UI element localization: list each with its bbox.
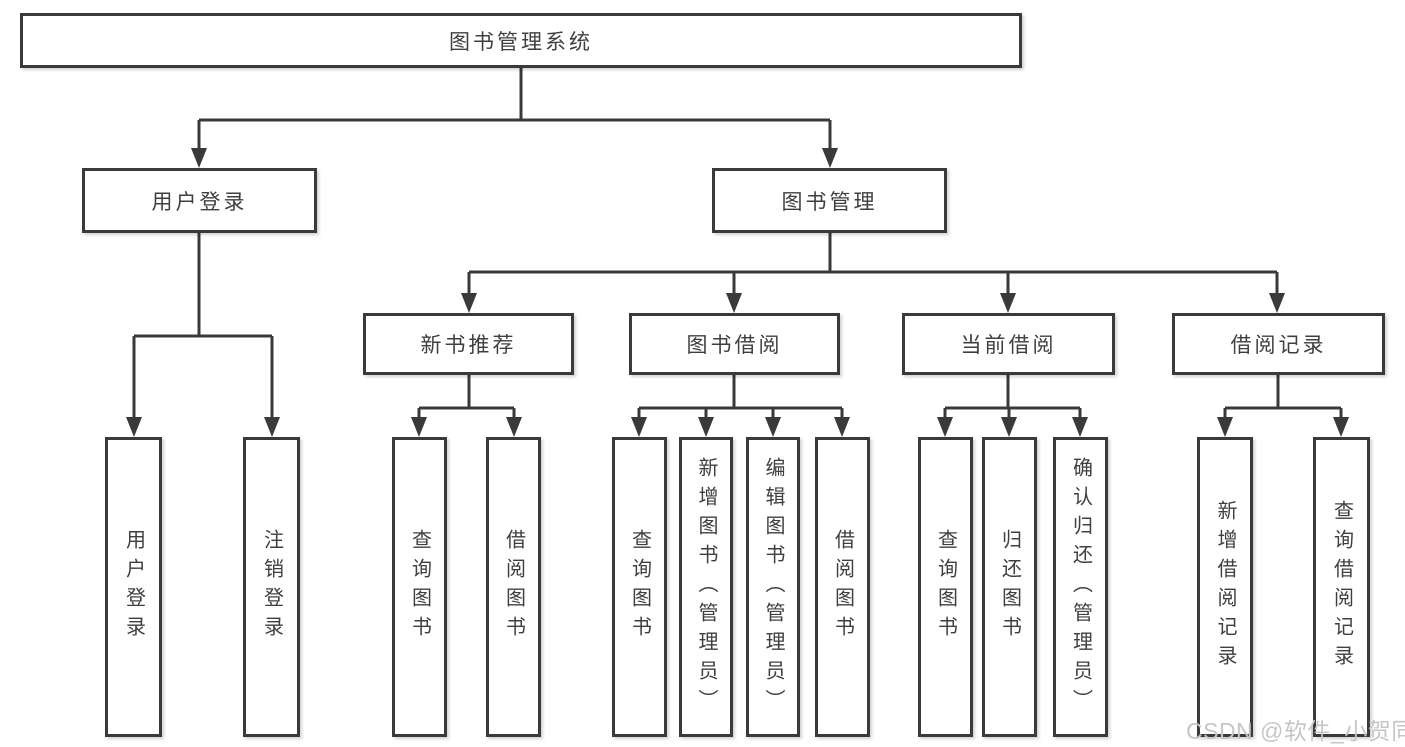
node-current-borrowing: 当前借阅 [902,313,1115,375]
leaf-br-query-record-label: 查询借阅记录 [1330,500,1353,674]
leaf-bb-edit-books-admin: 编辑图书（管理员） [746,437,800,737]
leaf-nbr-borrow-books-label: 借阅图书 [502,529,525,645]
csdn-watermark: CSDN @软件_小贺同学 [1186,718,1405,744]
leaf-bb-edit-books-admin-label: 编辑图书（管理员） [762,456,784,718]
node-borrowing-records-label: 借阅记录 [1230,334,1327,357]
node-new-book-recommend-label: 新书推荐 [420,334,517,357]
node-book-management: 图书管理 [712,168,947,233]
leaf-nbr-borrow-books: 借阅图书 [486,437,541,737]
node-book-management-label: 图书管理 [781,190,878,214]
node-borrowing-records: 借阅记录 [1172,313,1385,375]
node-new-book-recommend: 新书推荐 [363,313,574,375]
leaf-bb-borrow-books-label: 借阅图书 [831,529,854,645]
leaf-logout: 注销登录 [243,437,300,737]
leaf-br-add-record-label: 新增借阅记录 [1214,500,1236,674]
leaf-logout-label: 注销登录 [260,529,283,645]
node-book-borrowing-label: 图书借阅 [686,334,783,357]
node-root-label: 图书管理系统 [449,30,593,54]
node-root: 图书管理系统 [20,13,1022,68]
node-book-borrowing: 图书借阅 [629,313,840,375]
leaf-bb-query-books-label: 查询图书 [628,529,651,645]
leaf-cb-confirm-return-admin: 确认归还（管理员） [1053,437,1108,737]
leaf-nbr-query-books-label: 查询图书 [408,529,431,645]
leaf-nbr-query-books: 查询图书 [392,437,447,737]
node-user-login: 用户登录 [82,168,317,233]
leaf-bb-add-books-admin-label: 新增图书（管理员） [695,456,717,718]
leaf-bb-borrow-books: 借阅图书 [815,437,870,737]
leaf-cb-confirm-return-admin-label: 确认归还（管理员） [1069,456,1092,718]
leaf-user-login-label: 用户登录 [122,529,145,645]
leaf-cb-return-books: 归还图书 [982,437,1037,737]
leaf-user-login: 用户登录 [105,437,162,737]
leaf-bb-add-books-admin: 新增图书（管理员） [679,437,733,737]
leaf-cb-query-books: 查询图书 [918,437,973,737]
leaf-br-add-record: 新增借阅记录 [1197,437,1253,737]
node-user-login-label: 用户登录 [151,190,248,214]
leaf-bb-query-books: 查询图书 [612,437,667,737]
leaf-br-query-record: 查询借阅记录 [1313,437,1370,737]
leaf-cb-return-books-label: 归还图书 [998,529,1021,645]
leaf-cb-query-books-label: 查询图书 [934,529,957,645]
node-current-borrowing-label: 当前借阅 [960,334,1057,357]
